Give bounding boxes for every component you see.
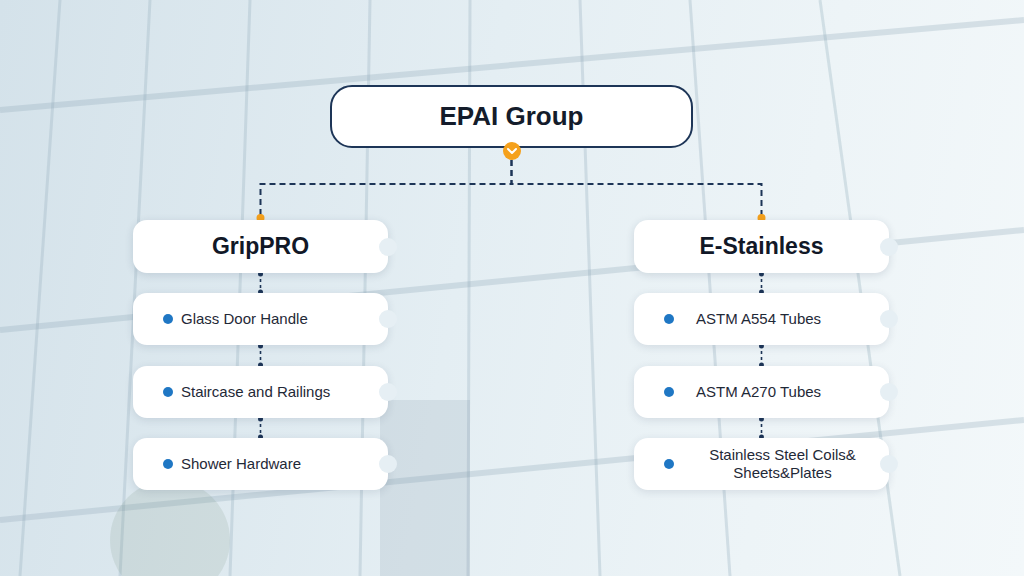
- bullet-dot: [163, 314, 173, 324]
- brand-box: GripPRO: [133, 220, 388, 273]
- product-name: Glass Door Handle: [181, 310, 308, 328]
- product-name: ASTM A554 Tubes: [696, 310, 821, 328]
- brand-name: GripPRO: [212, 233, 309, 260]
- bullet-dot: [664, 459, 674, 469]
- bullet-dot: [664, 314, 674, 324]
- group-box: EPAI Group: [330, 85, 693, 148]
- product-box: ASTM A270 Tubes: [634, 366, 889, 418]
- product-box: Shower Hardware: [133, 438, 388, 490]
- product-box: Staircase and Railings: [133, 366, 388, 418]
- connector-line: [261, 160, 512, 220]
- chevron-badge: [502, 141, 522, 161]
- product-box: ASTM A554 Tubes: [634, 293, 889, 345]
- bullet-dot: [163, 459, 173, 469]
- connector-line: [512, 160, 762, 220]
- bullet-dot: [664, 387, 674, 397]
- bullet-dot: [163, 387, 173, 397]
- product-box: Glass Door Handle: [133, 293, 388, 345]
- brand-name: E-Stainless: [700, 233, 824, 260]
- product-name: Shower Hardware: [181, 455, 301, 473]
- group-title: EPAI Group: [440, 101, 584, 132]
- product-name: ASTM A270 Tubes: [696, 383, 821, 401]
- product-name: Staircase and Railings: [181, 383, 330, 401]
- product-box: Stainless Steel Coils& Sheets&Plates: [634, 438, 889, 490]
- brand-box: E-Stainless: [634, 220, 889, 273]
- product-name: Stainless Steel Coils& Sheets&Plates: [696, 446, 869, 482]
